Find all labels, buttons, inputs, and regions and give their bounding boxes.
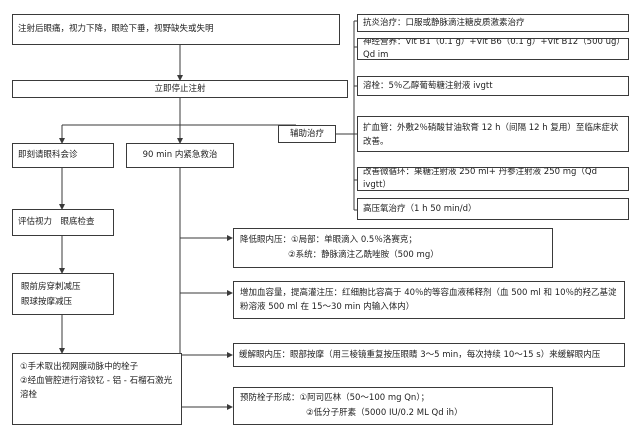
- relieve-iop-text: 缓解眼内压：眼部按摩（用三棱镜重复按压眼睛 3～5 min，每次持续 10～15…: [239, 349, 601, 360]
- pressure-reduce-line1: 眼前房穿刺减压: [21, 282, 81, 292]
- adjuvant-text: 辅助治疗: [289, 128, 324, 139]
- adjuvant-anti-inflammation: 抗炎治疗：口服或静脉滴注糖皮质激素治疗: [357, 14, 629, 32]
- pressure-reduce-box: 眼前房穿刺减压 眼球按摩减压: [12, 273, 114, 315]
- pressure-reduce-line2: 眼球按摩减压: [21, 297, 73, 307]
- adjuvant-neurotrophic-text: 神经营养：Vit B1（0.1 g）+Vit B6（0.1 g）+Vit B12…: [363, 38, 621, 60]
- adjuvant-thrombolysis: 溶栓：5％乙醇葡萄糖注射液 ivgtt: [357, 76, 629, 96]
- prevent-emboli-line1: 预防栓子形成：①阿司匹林（50～100 mg Qn）；: [240, 393, 430, 403]
- adjuvant-neurotrophic: 神经营养：Vit B1（0.1 g）+Vit B6（0.1 g）+Vit B12…: [357, 38, 629, 60]
- increase-perfusion-text: 增加血容量，提高灌注压：红细胞比容高于 40％的等容血液稀释剂（血 500 ml…: [240, 288, 617, 312]
- consult-text: 即刻请眼科会诊: [18, 150, 78, 160]
- adjuvant-box: 辅助治疗: [278, 125, 336, 143]
- evaluate-text: 评估视力 眼底检查: [18, 217, 95, 227]
- lower-iop-line2: ②系统：静脉滴注乙酰唑胺（500 mg）: [288, 250, 439, 260]
- adjuvant-microcirculation-text: 改善微循环：果糖注射液 250 ml+ 丹参注射液 250 mg（Qd ivgt…: [363, 167, 597, 190]
- top-event-box: 注射后眼痛，视力下降，眼睑下垂，视野缺失或失明: [12, 14, 340, 45]
- emboli-item-1: ①手术取出视网膜动脉中的栓子: [20, 362, 139, 372]
- evaluate-box: 评估视力 眼底检查: [12, 209, 114, 236]
- consult-box: 即刻请眼科会诊: [12, 143, 114, 168]
- emergency-box: 90 min 内紧急救治: [126, 143, 234, 168]
- emergency-relieve-iop: 缓解眼内压：眼部按摩（用三棱镜重复按压眼睛 3～5 min，每次持续 10～15…: [233, 343, 625, 367]
- emergency-increase-perfusion: 增加血容量，提高灌注压：红细胞比容高于 40％的等容血液稀释剂（血 500 ml…: [233, 281, 625, 319]
- stop-injection-box: 立即停止注射: [12, 80, 348, 98]
- adjuvant-microcirculation: 改善微循环：果糖注射液 250 ml+ 丹参注射液 250 mg（Qd ivgt…: [357, 167, 629, 191]
- prevent-emboli-line2: ②低分子肝素（5000 IU/0.2 ML Qd ih）: [306, 408, 463, 418]
- adjuvant-anti-inflammation-text: 抗炎治疗：口服或静脉滴注糖皮质激素治疗: [363, 18, 525, 28]
- adjuvant-hyperbaric-oxygen-text: 高压氧治疗（1 h 50 min/d）: [363, 203, 477, 214]
- adjuvant-vasodilation-text: 扩血管：外敷2％硝酸甘油软膏 12 h（间隔 12 h 复用）至临床症状改善。: [363, 123, 619, 147]
- adjuvant-vasodilation: 扩血管：外敷2％硝酸甘油软膏 12 h（间隔 12 h 复用）至临床症状改善。: [357, 116, 629, 152]
- emergency-text: 90 min 内紧急救治: [142, 150, 218, 160]
- lower-iop-line1: 降低眼内压：①局部：单眼滴入 0.5％洛赛克；: [240, 235, 417, 245]
- emboli-item-2: ②经血管腔进行溶铰钇 - 铝 - 石榴石激光溶栓: [20, 376, 173, 400]
- emergency-prevent-emboli: 预防栓子形成：①阿司匹林（50～100 mg Qn）； ②低分子肝素（5000 …: [233, 387, 553, 425]
- emboli-removal-box: ①手术取出视网膜动脉中的栓子 ②经血管腔进行溶铰钇 - 铝 - 石榴石激光溶栓: [12, 353, 182, 425]
- top-event-text: 注射后眼痛，视力下降，眼睑下垂，视野缺失或失明: [18, 24, 214, 34]
- adjuvant-hyperbaric-oxygen: 高压氧治疗（1 h 50 min/d）: [357, 198, 629, 220]
- stop-injection-text: 立即停止注射: [154, 83, 206, 94]
- emergency-lower-iop: 降低眼内压：①局部：单眼滴入 0.5％洛赛克； ②系统：静脉滴注乙酰唑胺（500…: [233, 228, 553, 268]
- adjuvant-thrombolysis-text: 溶栓：5％乙醇葡萄糖注射液 ivgtt: [363, 80, 493, 91]
